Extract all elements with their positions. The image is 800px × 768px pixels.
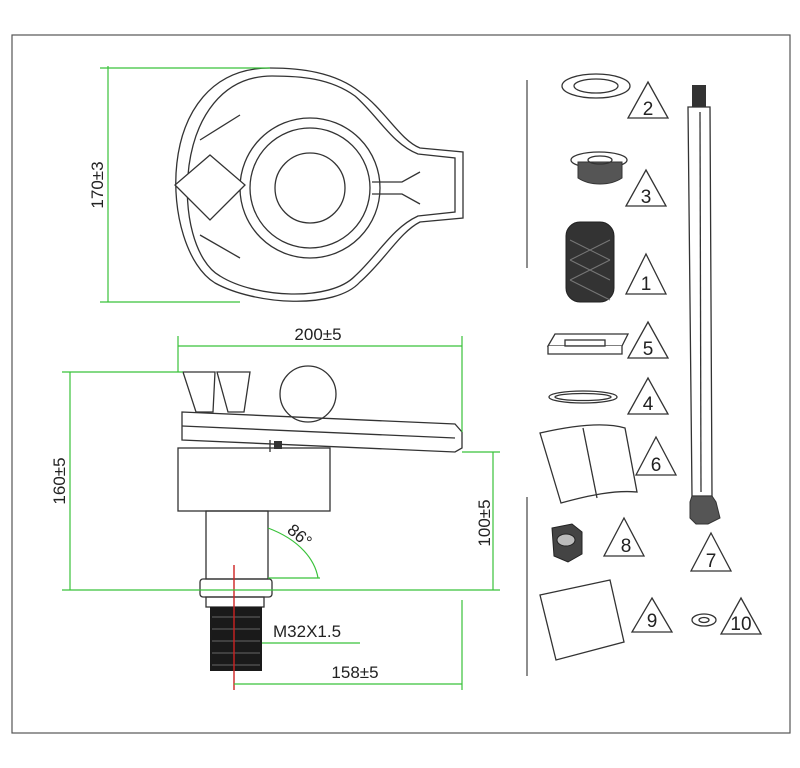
diamond-handle-shape: [174, 154, 246, 221]
part-10-washer: 10: [691, 596, 763, 635]
part-3-nut: 3: [570, 151, 668, 208]
part-number-5: 5: [643, 339, 654, 360]
dimension-total-height: 160±5: [50, 371, 500, 591]
dimension-side-height: 100±5: [462, 451, 500, 590]
part-1-cartridge: 1: [565, 221, 668, 303]
dimension-angle: 86°: [267, 520, 320, 579]
part-number-2: 2: [643, 99, 654, 120]
dimension-thread: M32X1.5: [262, 622, 360, 644]
part-number-4: 4: [643, 394, 654, 415]
part-2-ring: 2: [561, 73, 670, 120]
faucet-body: [177, 447, 331, 512]
dimension-label-200: 200±5: [294, 325, 341, 344]
part-number-1: 1: [641, 274, 652, 295]
top-view: [174, 67, 464, 302]
drawing-frame: [11, 34, 791, 734]
dimension-width: 200±5: [177, 325, 463, 432]
dimension-reach: 158±5: [234, 600, 463, 690]
part-number-9: 9: [647, 611, 658, 632]
part-9-sheet: 9: [539, 579, 674, 661]
part-7-rod: 7: [687, 85, 733, 572]
dimension-label-100: 100±5: [475, 499, 494, 546]
part-5-plate: 5: [546, 320, 670, 360]
dimension-top-height: 170±3: [88, 66, 270, 303]
side-view: [177, 365, 463, 690]
part-number-10: 10: [730, 614, 751, 635]
dimension-label-158: 158±5: [331, 663, 378, 682]
part-number-6: 6: [651, 455, 662, 476]
part-number-8: 8: [621, 536, 632, 557]
faucet-stem: [205, 510, 269, 580]
dimension-label-170: 170±3: [88, 161, 107, 208]
dimension-label-thread: M32X1.5: [273, 622, 341, 641]
dimension-label-160: 160±5: [50, 457, 69, 504]
threaded-shank: [210, 607, 262, 671]
part-8-nut: 8: [551, 516, 646, 563]
part-6-sheet: 6: [539, 424, 678, 504]
dimension-label-angle: 86°: [284, 520, 316, 551]
part-number-7: 7: [706, 551, 717, 572]
part-number-3: 3: [641, 187, 652, 208]
part-4-ring: 4: [548, 376, 670, 415]
